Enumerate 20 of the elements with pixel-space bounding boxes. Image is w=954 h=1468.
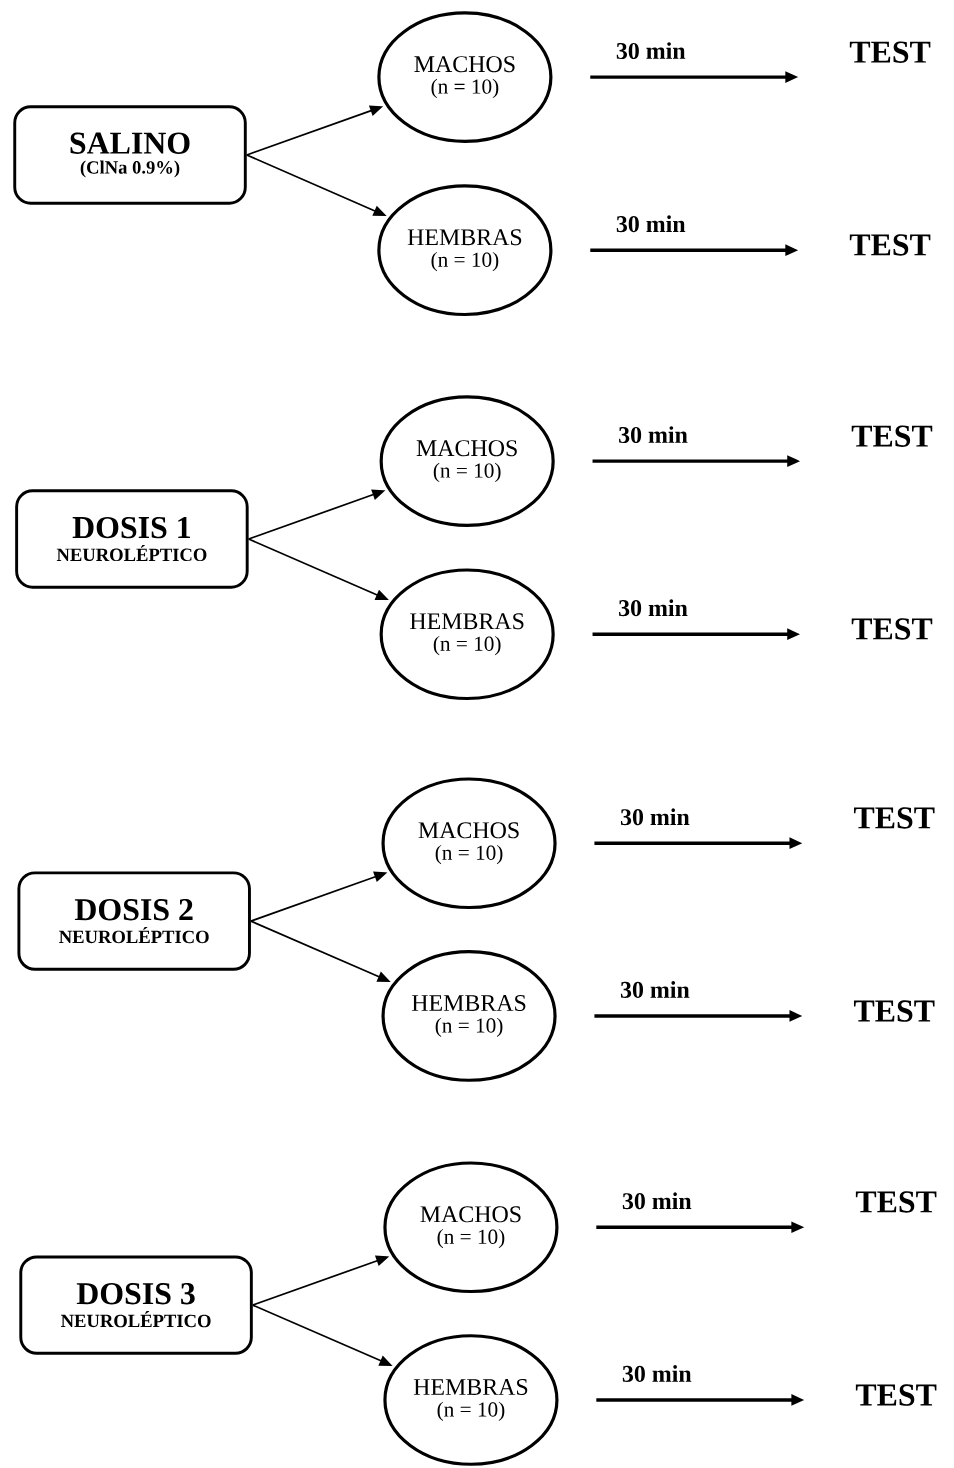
dose-box: SALINO (ClNa 0.9%) <box>13 105 247 205</box>
test-label: TEST <box>855 1191 937 1213</box>
test-label: TEST <box>849 41 931 63</box>
edge-label: 30 min <box>620 1191 693 1211</box>
edge-label: 30 min <box>614 40 687 61</box>
test-label: TEST <box>851 618 933 640</box>
edge-label: 30 min <box>618 807 692 827</box>
test-label: TEST <box>854 807 935 829</box>
edge-label: 30 min <box>620 1363 693 1384</box>
test-label: TEST <box>849 234 931 256</box>
edge-label: 30 min <box>614 214 687 234</box>
test-label: TEST <box>854 1000 935 1022</box>
dose-box: DOSIS 3 NEUROLÉPTICO <box>19 1255 253 1355</box>
test-label: TEST <box>851 425 933 447</box>
dose-box: DOSIS 1 NEUROLÉPTICO <box>15 489 249 589</box>
dose-box: DOSIS 2 NEUROLÉPTICO <box>17 871 251 971</box>
edge-label: 30 min <box>616 598 690 618</box>
edge-label: 30 min <box>618 979 692 1000</box>
test-label: TEST <box>855 1384 937 1406</box>
edge-label: 30 min <box>616 424 690 445</box>
